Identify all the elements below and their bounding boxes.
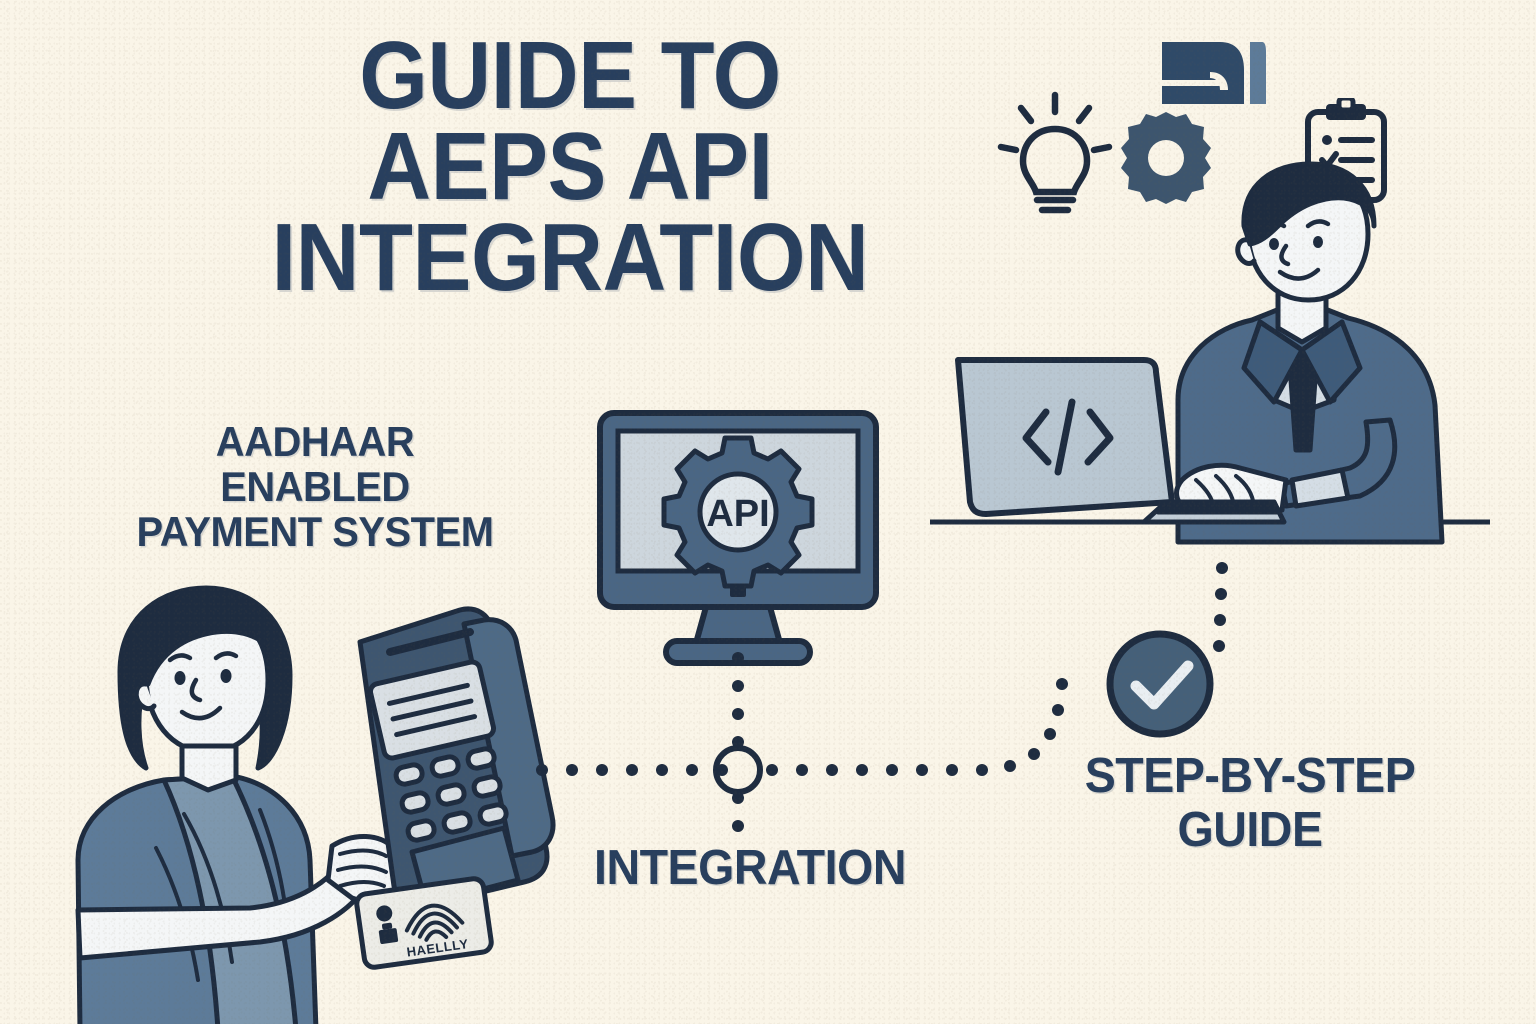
brand-logo-mark xyxy=(1162,42,1266,104)
developer-at-laptop xyxy=(930,161,1490,545)
aeps-expansion-label: AADHAAR ENABLED PAYMENT SYSTEM xyxy=(136,418,494,555)
gear-icon xyxy=(1121,112,1211,204)
woman-using-pos-terminal: HAELLLY xyxy=(75,585,556,1024)
api-monitor-illustration: API xyxy=(597,410,879,666)
api-gear-label: API xyxy=(706,493,769,535)
connector-node-icon xyxy=(713,745,763,795)
step-by-step-guide-label: STEP-BY-STEP GUIDE xyxy=(1084,749,1416,857)
laptop-to-check-connector xyxy=(1213,562,1228,652)
integration-label: INTEGRATION xyxy=(593,841,906,895)
page-title: GUIDE TO AEPS API INTEGRATION xyxy=(271,22,869,312)
lightbulb-icon xyxy=(997,91,1113,214)
pos-screen-lines xyxy=(386,682,478,738)
pos-keypad xyxy=(393,746,509,843)
aadhaar-card: HAELLLY xyxy=(354,876,494,970)
check-circle-icon xyxy=(1106,630,1214,738)
